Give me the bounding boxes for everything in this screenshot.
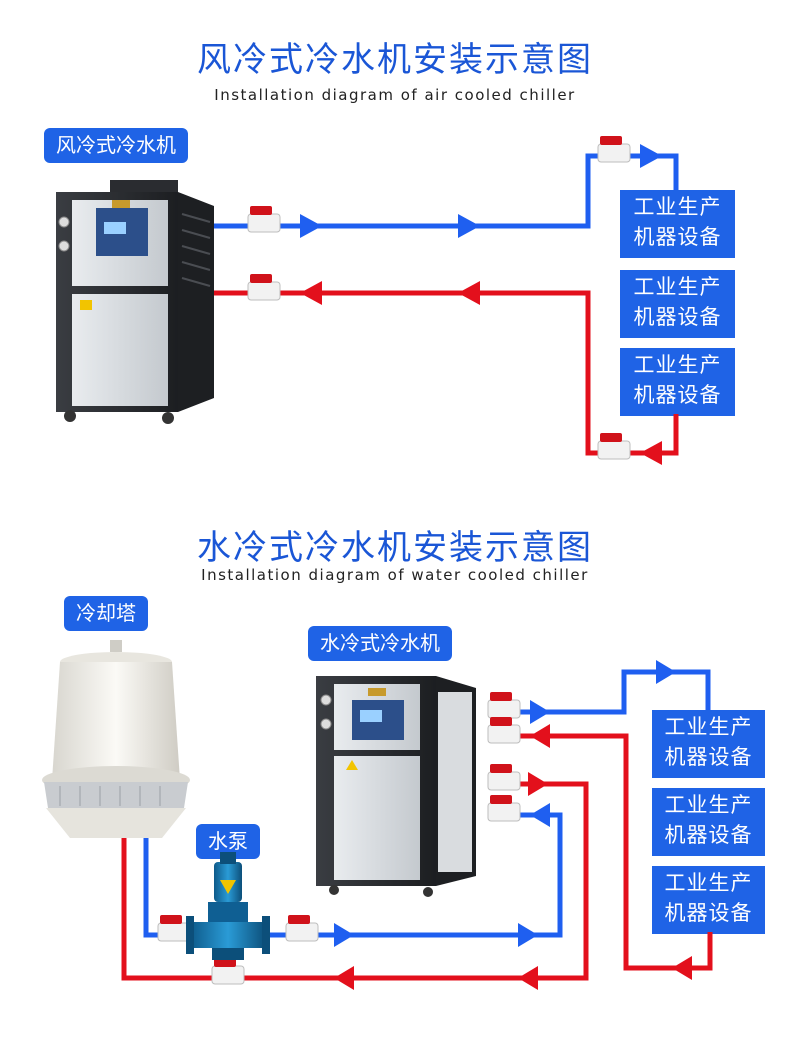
- equipment-label-line1: 工业生产: [664, 871, 753, 895]
- arrow-right-icon: [334, 923, 354, 947]
- water-pump-illustration: [186, 852, 270, 960]
- equipment-label-line1: 工业生产: [633, 195, 722, 219]
- water-cooled-subtitle: Installation diagram of water cooled chi…: [201, 566, 589, 584]
- tower-return-pipe: [121, 781, 589, 981]
- equipment-box-air-3: 工业生产 机器设备: [620, 348, 735, 416]
- valve-icon: [247, 274, 281, 301]
- air-cooled-chiller-label: 风冷式冷水机: [44, 128, 188, 163]
- arrow-right-icon: [518, 923, 538, 947]
- valve-icon: [597, 433, 631, 460]
- equipment-label-line1: 工业生产: [664, 793, 753, 817]
- arrow-left-icon: [518, 966, 538, 990]
- equipment-box-air-1: 工业生产 机器设备: [620, 190, 735, 258]
- arrow-right-icon: [458, 214, 480, 238]
- equipment-label-line1: 工业生产: [664, 715, 753, 739]
- equipment-label-line2: 机器设备: [633, 225, 722, 249]
- air-supply-arrows: [300, 144, 662, 238]
- equipment-label-line2: 机器设备: [633, 383, 722, 407]
- air-supply-pipe: [214, 153, 679, 229]
- arrow-right-icon: [528, 772, 548, 796]
- arrow-right-icon: [640, 144, 662, 168]
- arrow-right-icon: [300, 214, 322, 238]
- equipment-label-line1: 工业生产: [633, 353, 722, 377]
- equipment-label-line1: 工业生产: [633, 275, 722, 299]
- arrow-left-icon: [530, 803, 550, 827]
- equipment-label-line2: 机器设备: [633, 305, 722, 329]
- valve-icon: [487, 795, 521, 822]
- arrow-left-icon: [640, 441, 662, 465]
- air-return-arrows: [300, 281, 662, 465]
- air-cooled-subtitle: Installation diagram of air cooled chill…: [214, 86, 576, 104]
- valve-icon: [285, 915, 319, 942]
- equipment-label-line2: 机器设备: [664, 823, 753, 847]
- valve-icon: [487, 764, 521, 791]
- arrow-right-icon: [656, 660, 676, 684]
- cooling-tower-label: 冷却塔: [64, 596, 148, 631]
- arrow-left-icon: [672, 956, 692, 980]
- arrow-left-icon: [458, 281, 480, 305]
- valve-icon: [247, 206, 281, 233]
- valve-icon: [487, 692, 521, 719]
- water-supply-pipe: [520, 669, 711, 715]
- arrow-left-icon: [300, 281, 322, 305]
- equipment-box-water-1: 工业生产 机器设备: [652, 710, 765, 778]
- arrow-right-icon: [530, 700, 550, 724]
- equipment-label-line2: 机器设备: [664, 901, 753, 925]
- valve-icon: [211, 958, 245, 985]
- air-cooled-chiller-illustration: [56, 180, 214, 424]
- cooling-tower-illustration: [42, 640, 190, 838]
- equipment-box-water-3: 工业生产 机器设备: [652, 866, 765, 934]
- water-return-pipe: [520, 733, 713, 971]
- water-cooled-title: 水冷式冷水机安装示意图: [197, 528, 593, 568]
- equipment-box-water-2: 工业生产 机器设备: [652, 788, 765, 856]
- water-cooled-chiller-illustration: [316, 676, 476, 897]
- air-return-pipe: [214, 290, 679, 456]
- equipment-label-line2: 机器设备: [664, 745, 753, 769]
- water-cooled-chiller-label: 水冷式冷水机: [308, 626, 452, 661]
- valve-icon: [157, 915, 191, 942]
- water-pump-label: 水泵: [196, 824, 260, 859]
- valve-icon: [597, 136, 631, 163]
- arrow-left-icon: [334, 966, 354, 990]
- equipment-box-air-2: 工业生产 机器设备: [620, 270, 735, 338]
- air-cooled-title: 风冷式冷水机安装示意图: [197, 40, 593, 80]
- valve-icon: [487, 717, 521, 744]
- arrow-left-icon: [530, 724, 550, 748]
